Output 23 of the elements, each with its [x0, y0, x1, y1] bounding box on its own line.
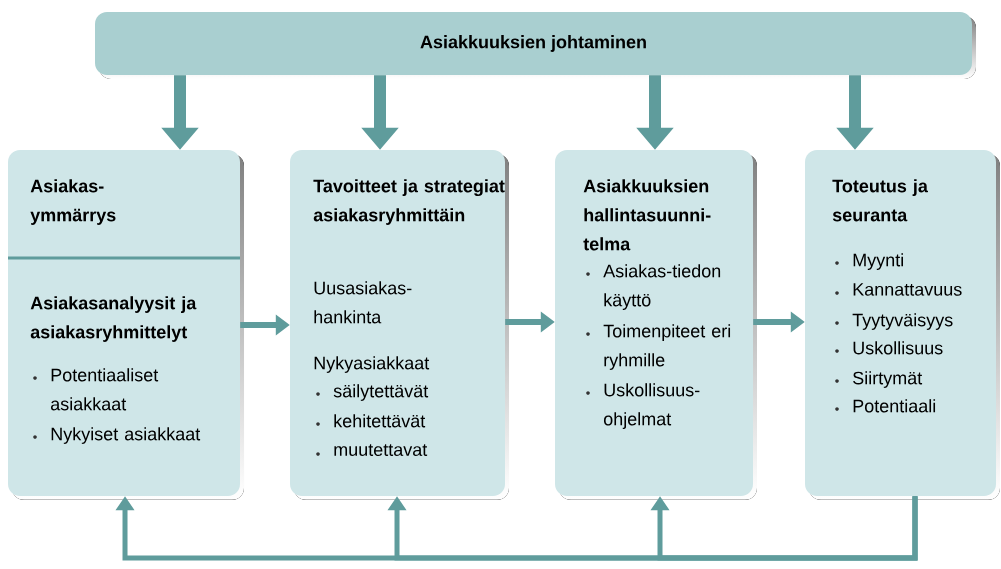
bullet-item: Potentiaali — [835, 399, 936, 413]
bullet-item: Asiakas-tiedon käyttö — [586, 264, 721, 310]
bullet-item: Siirtymät — [835, 371, 923, 388]
bullet-item: Nykyiset asiakkaat — [33, 427, 201, 444]
box-heading: Asiakas-ymmärrys — [30, 179, 116, 225]
bullet-item: Kannattavuus — [835, 283, 962, 296]
box-heading: Toteutus ja seuranta — [832, 179, 928, 222]
feedback-arrow — [650, 496, 918, 561]
box-subheading: Asiakasanalyysit ja asiakasryhmittelyt — [30, 296, 197, 342]
bullet-item: Toimenpiteet eri ryhmille — [586, 324, 731, 370]
box-heading: Tavoitteet ja strategiat asiakasryhmittäin — [313, 179, 505, 225]
bullet-item: säilytettävät — [316, 384, 429, 401]
box-heading: Asiakkuuksien hallintasuunni-telma — [583, 179, 711, 251]
header-band: Asiakkuuksien johtaminen — [95, 12, 976, 79]
bullet-item: Uskollisuus-ohjelmat — [586, 383, 700, 429]
box-text: Nykyasiakkaat — [314, 356, 430, 373]
box-text: Uusasiakas-hankinta — [314, 281, 412, 324]
bullet-item: Myynti — [835, 253, 903, 270]
bullet-item: Potentiaaliset asiakkaat — [33, 368, 159, 411]
bullet-item: Uskollisuus — [835, 341, 943, 355]
bullet-item: kehitettävät — [316, 414, 426, 428]
bullet-item: muutettavat — [316, 444, 428, 456]
bullet-item: Tyytyväisyys — [835, 313, 953, 330]
